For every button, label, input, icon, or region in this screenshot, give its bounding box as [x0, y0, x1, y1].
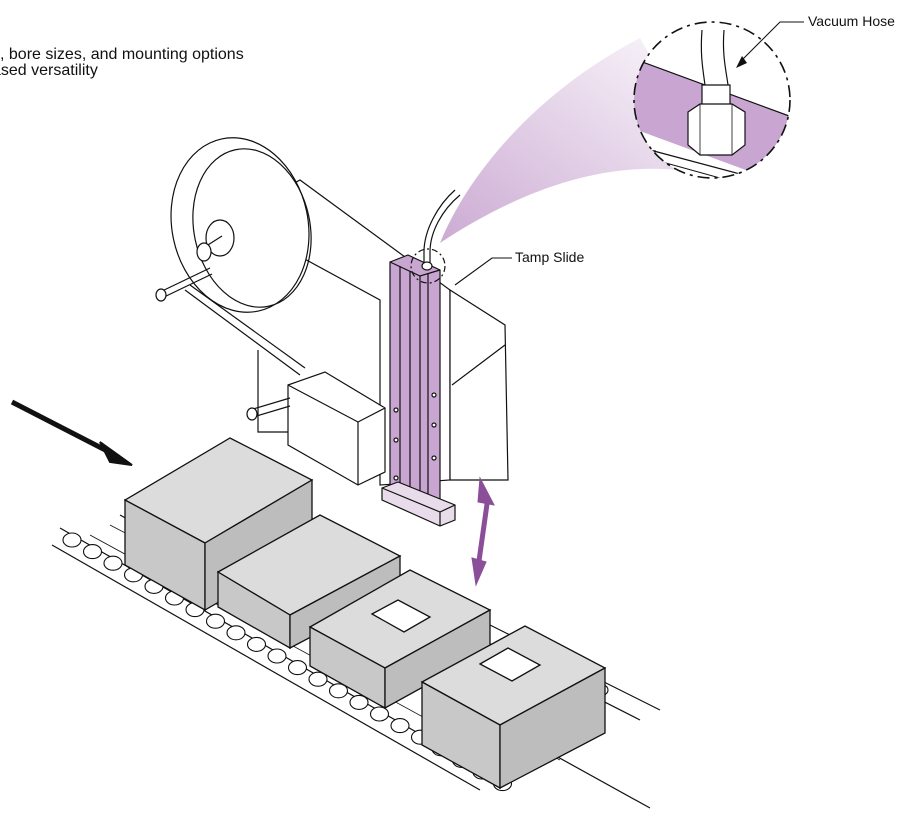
tamp-slide-label: Tamp Slide: [515, 249, 585, 265]
web-path: [155, 267, 306, 376]
conveyor-roller: [246, 636, 267, 652]
vacuum-hose-label: Vacuum Hose: [808, 13, 895, 29]
conveyor-roller: [62, 532, 82, 548]
conveyor-roller: [103, 555, 123, 571]
print-head: [246, 371, 386, 486]
box-3: [308, 569, 492, 710]
conveyor-roller: [328, 683, 349, 699]
conveyor-roller: [287, 660, 308, 676]
tamp-slide-leader: [454, 257, 512, 286]
vacuum-zoom-inset: [633, 21, 791, 179]
tamp-slide: [381, 189, 461, 527]
conveyor-roller: [349, 694, 369, 710]
infeed-arrow: [10, 399, 133, 466]
box-4: [420, 625, 607, 790]
intro-line-1: s, bore sizes, and mounting options: [0, 46, 244, 63]
label-reel: [170, 137, 312, 313]
conveyor-roller: [226, 625, 246, 641]
tamp-motion-arrow: [471, 476, 495, 587]
conveyor-roller: [369, 706, 390, 722]
conveyor-roller: [267, 648, 287, 664]
vacuum-hose-leader-arrow: [736, 56, 747, 68]
conveyor-roller: [308, 671, 328, 687]
intro-line-2: ased versatility: [0, 62, 98, 79]
conveyor-roller: [82, 544, 103, 560]
conveyor-roller: [205, 613, 226, 629]
vacuum-hose-leader: [739, 21, 804, 63]
conveyor-roller: [390, 718, 410, 734]
applied-label-3: [370, 599, 432, 633]
applied-label-4: [478, 647, 542, 682]
